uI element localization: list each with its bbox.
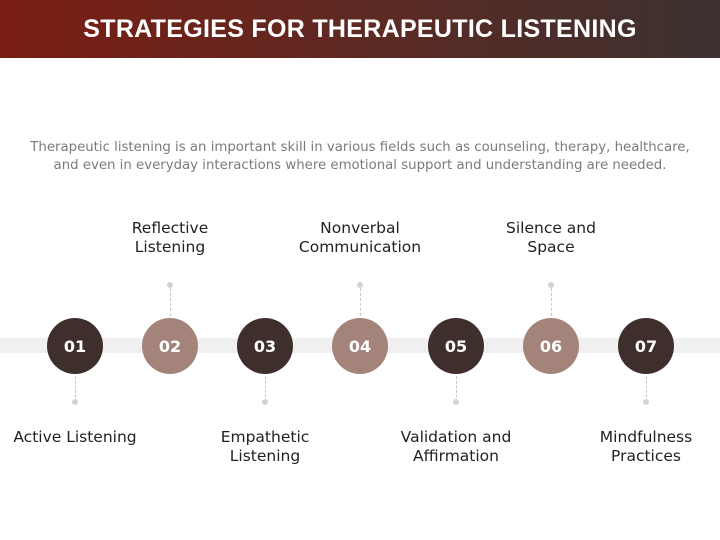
step-connector-05 bbox=[456, 376, 457, 402]
step-connector-01 bbox=[75, 376, 76, 402]
step-label-05: Validation and Affirmation bbox=[371, 428, 541, 466]
step-connector-03 bbox=[265, 376, 266, 402]
step-number: 06 bbox=[539, 336, 563, 356]
step-label-01: Active Listening bbox=[0, 428, 160, 447]
step-node-07: 07 bbox=[618, 318, 674, 374]
step-label-line: Silence and bbox=[506, 219, 596, 237]
step-dot-02 bbox=[167, 282, 173, 288]
intro-line-1: Therapeutic listening is an important sk… bbox=[30, 140, 690, 155]
step-node-02: 02 bbox=[142, 318, 198, 374]
step-node-04: 04 bbox=[332, 318, 388, 374]
step-label-04: Nonverbal Communication bbox=[275, 219, 445, 257]
step-label-03: Empathetic Listening bbox=[180, 428, 350, 466]
step-label-line: Practices bbox=[611, 447, 681, 465]
step-dot-04 bbox=[357, 282, 363, 288]
step-number: 01 bbox=[63, 336, 87, 356]
intro-paragraph: Therapeutic listening is an important sk… bbox=[10, 139, 710, 175]
step-label-line: Validation and bbox=[400, 428, 512, 446]
step-node-03: 03 bbox=[237, 318, 293, 374]
step-label-line: Reflective bbox=[131, 219, 209, 237]
page-title: STRATEGIES FOR THERAPEUTIC LISTENING bbox=[83, 14, 637, 43]
step-node-06: 06 bbox=[523, 318, 579, 374]
step-number: 02 bbox=[158, 336, 182, 356]
step-dot-07 bbox=[643, 399, 649, 405]
step-connector-04 bbox=[360, 288, 361, 316]
step-dot-05 bbox=[453, 399, 459, 405]
step-node-05: 05 bbox=[428, 318, 484, 374]
step-number: 07 bbox=[634, 336, 658, 356]
step-number: 04 bbox=[348, 336, 372, 356]
step-dot-06 bbox=[548, 282, 554, 288]
step-dot-03 bbox=[262, 399, 268, 405]
step-label-line: Affirmation bbox=[413, 447, 499, 465]
step-label-line: Listening bbox=[229, 447, 301, 465]
step-label-line: Space bbox=[527, 238, 575, 256]
step-label-line: Empathetic bbox=[220, 428, 310, 446]
step-label-line: Listening bbox=[134, 238, 206, 256]
step-label-02: Reflective Listening bbox=[85, 219, 255, 257]
step-label-line: Communication bbox=[298, 238, 422, 256]
step-label-07: Mindfulness Practices bbox=[561, 428, 720, 466]
step-number: 05 bbox=[444, 336, 468, 356]
intro-line-2: and even in everyday interactions where … bbox=[53, 158, 667, 173]
step-label-line: Mindfulness bbox=[599, 428, 693, 446]
step-connector-02 bbox=[170, 288, 171, 316]
step-label-line: Nonverbal bbox=[320, 219, 400, 237]
step-dot-01 bbox=[72, 399, 78, 405]
step-node-01: 01 bbox=[47, 318, 103, 374]
step-number: 03 bbox=[253, 336, 277, 356]
step-connector-06 bbox=[551, 288, 552, 316]
step-label-line: Active Listening bbox=[13, 428, 137, 446]
step-label-06: Silence and Space bbox=[466, 219, 636, 257]
step-connector-07 bbox=[646, 376, 647, 402]
header-banner: STRATEGIES FOR THERAPEUTIC LISTENING bbox=[0, 0, 720, 58]
